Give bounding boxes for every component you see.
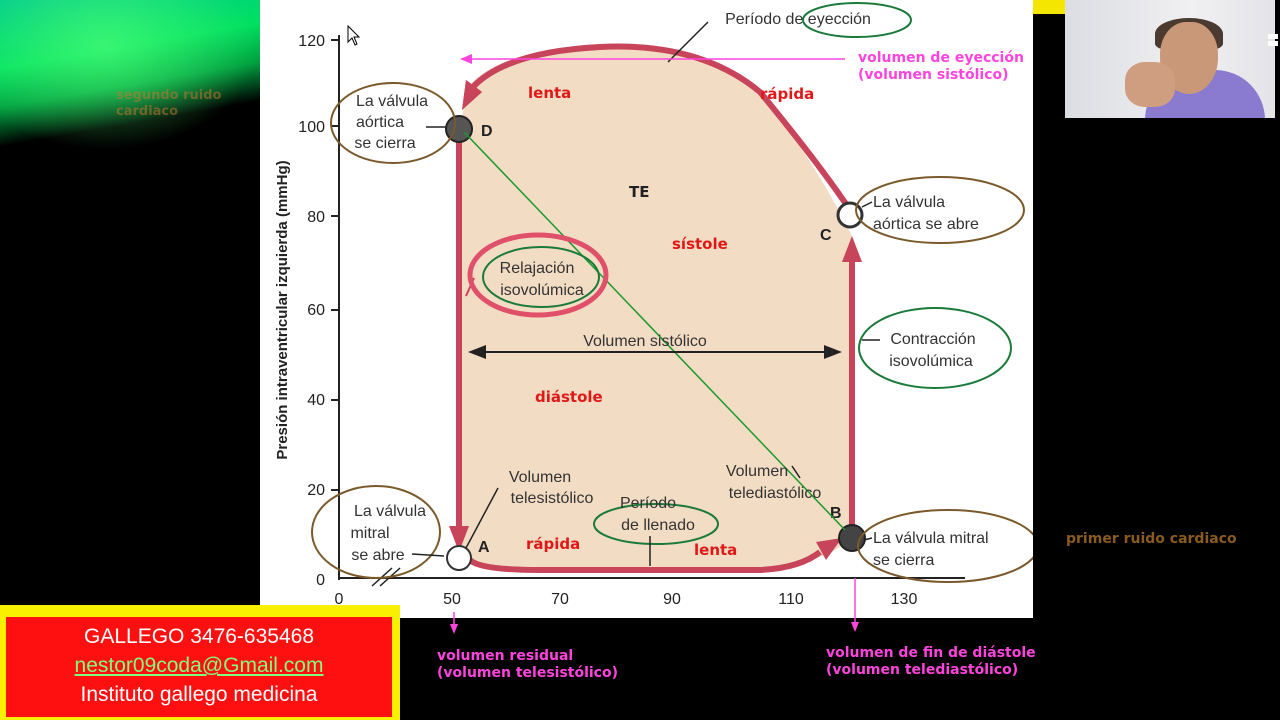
point-b-label: B: [830, 505, 842, 522]
contact-email-link[interactable]: nestor09coda@Gmail.com: [74, 654, 324, 677]
contraction-ellipse: [858, 307, 1012, 389]
loop-fill: [459, 44, 852, 568]
relaxation-ellipse-inner: [482, 246, 600, 308]
mitral-close-line2: se cierra: [873, 552, 934, 569]
contact-institute: Instituto gallego medicina: [80, 683, 318, 706]
aortic-close-line2: aórtica: [356, 114, 404, 131]
y-tick-0: 0: [316, 572, 325, 589]
annotation-sistole: sístole: [672, 235, 728, 253]
arrow-down-icon: [449, 526, 469, 552]
x-tick-70: 70: [551, 591, 569, 608]
annotation-lenta-top: lenta: [528, 84, 571, 102]
y-tick-20: 20: [307, 482, 325, 499]
end-diastolic-volume-label: volumen de fin de diástole (volumen tele…: [826, 645, 1036, 678]
end-diastolic-line1: Volumen: [726, 463, 788, 480]
annotation-rapida-bottom: rápida: [526, 535, 580, 553]
aortic-open-line2: aórtica se abre: [873, 216, 979, 233]
mitral-open-line2: mitral: [350, 525, 389, 542]
filling-line2: de llenado: [621, 517, 695, 534]
annotation-rapida-top: rápida: [760, 85, 814, 103]
menu-tab-icon[interactable]: [1268, 34, 1280, 48]
y-tick-100: 100: [298, 119, 325, 136]
mouse-cursor-icon: [347, 24, 361, 46]
filling-line1: Período: [620, 495, 676, 512]
ejection-period-label: Período de eyección: [725, 11, 871, 28]
first-heart-sound-label: primer ruido cardiaco: [1066, 531, 1237, 547]
aortic-close-line1: La válvula: [356, 93, 428, 110]
ejection-ellipse: [802, 2, 912, 38]
contraction-line1: Contracción: [890, 331, 975, 348]
end-diastole-arrow-icon: [851, 622, 859, 632]
annotation-te: TE: [629, 183, 649, 201]
arrow-right-icon: [816, 538, 842, 560]
ejection-leader-line: [667, 21, 709, 63]
arrow-right-black-icon: [824, 345, 842, 359]
annotation-lenta-bottom: lenta: [694, 541, 737, 559]
mitral-open-line1: La válvula: [354, 503, 426, 520]
mitral-open-ellipse: [311, 485, 441, 579]
green-background-highlight: [0, 0, 260, 150]
end-systolic-line2: telesistólico: [511, 490, 594, 507]
x-tick-110: 110: [778, 591, 804, 608]
yellow-corner-decoration: [1033, 0, 1065, 14]
contact-phone: GALLEGO 3476-635468: [84, 625, 314, 648]
stroke-volume-label: Volumen sistólico: [583, 333, 707, 350]
point-d-label: D: [481, 123, 493, 140]
relaxation-ellipse-outer: [467, 232, 609, 318]
diagonal-line: [463, 131, 846, 531]
ejection-volume-label: volumen de eyección (volumen sistólico): [858, 50, 1024, 83]
aortic-close-ellipse: [330, 82, 456, 164]
y-tick-80: 80: [307, 209, 325, 226]
contact-banner: GALLEGO 3476-635468 nestor09coda@Gmail.c…: [0, 605, 400, 720]
ejection-curve: [469, 43, 853, 212]
end-diastolic-line2: telediastólico: [729, 485, 822, 502]
point-a-marker: [446, 545, 472, 571]
relaxation-line1: Relajación: [500, 260, 575, 277]
end-systolic-line1: Volumen: [509, 469, 571, 486]
y-axis-label: Presión intraventricular izquierda (mmHg…: [274, 160, 291, 459]
aortic-close-line3: se cierra: [354, 135, 415, 152]
y-tick-60: 60: [307, 302, 325, 319]
point-c-marker: [836, 201, 864, 229]
contraction-line2: isovolúmica: [889, 353, 973, 370]
residual-volume-label: volumen residual (volumen telesistólico): [437, 648, 619, 681]
residual-arrow-icon: [450, 624, 458, 634]
x-tick-50: 50: [443, 591, 461, 608]
filling-ellipse: [593, 503, 719, 545]
mitral-close-line1: La válvula mitral: [873, 530, 989, 547]
arrow-left-icon: [468, 345, 486, 359]
annotation-diastole: diástole: [535, 388, 603, 406]
slide: 0 20 40 60 80 100 120 0 50 70 90 110 130: [260, 0, 1033, 618]
x-tick-90: 90: [663, 591, 681, 608]
aortic-open-line1: La válvula: [873, 194, 945, 211]
second-heart-sound-label: segundo ruido cardiaco: [116, 88, 222, 119]
mitral-close-ellipse: [857, 509, 1033, 583]
mitral-open-line3: se abre: [351, 547, 404, 564]
point-a-label: A: [478, 539, 490, 556]
webcam-feed: [1065, 0, 1275, 118]
y-tick-120: 120: [298, 33, 325, 50]
x-tick-0: 0: [335, 591, 344, 608]
x-tick-130: 130: [891, 591, 918, 608]
arrow-up-icon: [842, 236, 862, 262]
magenta-arrow-left-icon: [460, 54, 472, 64]
point-c-label: C: [820, 227, 832, 244]
relaxation-line2: isovolúmica: [500, 282, 584, 299]
filling-curve: [467, 549, 822, 573]
y-tick-40: 40: [307, 392, 325, 409]
aortic-open-ellipse: [855, 176, 1025, 244]
pressure-volume-loop-diagram: 0 20 40 60 80 100 120 0 50 70 90 110 130: [274, 2, 1033, 608]
